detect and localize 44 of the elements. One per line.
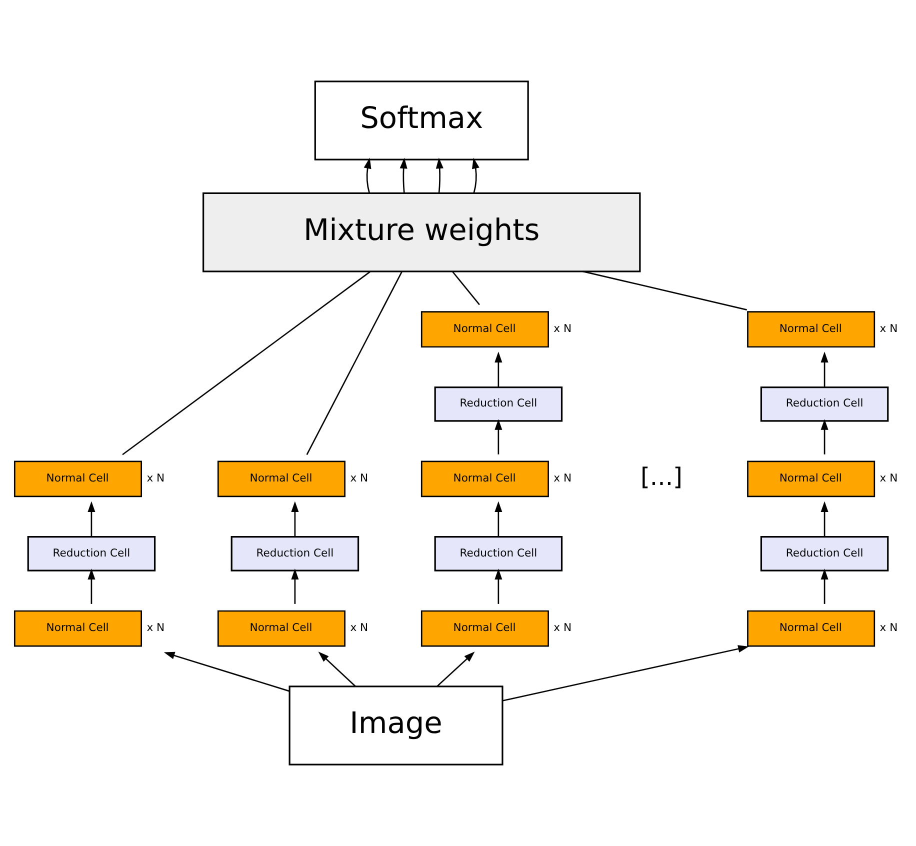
arrow — [494, 419, 502, 454]
label: [...] — [640, 462, 683, 491]
arrow — [494, 352, 502, 388]
arrow — [291, 501, 299, 537]
arrow — [291, 568, 299, 604]
connector — [582, 270, 747, 310]
node-box: Mixture weights — [202, 192, 641, 272]
node-label: x N — [350, 621, 368, 634]
node-label: x N — [880, 322, 898, 335]
arrow — [88, 568, 96, 604]
arrow — [364, 158, 372, 193]
node-box: Softmax — [314, 80, 529, 160]
arrow — [820, 501, 828, 537]
node-label: x N — [350, 471, 368, 484]
arrow — [88, 501, 96, 537]
arrow — [472, 158, 480, 193]
arrow — [318, 652, 356, 687]
arrow — [820, 419, 828, 454]
arrow — [820, 568, 828, 604]
node-label: x N — [880, 621, 898, 634]
arrow — [400, 158, 408, 193]
node-box: Reduction Cell — [760, 386, 889, 422]
node-box: Reduction Cell — [434, 536, 563, 572]
node-label: x N — [146, 621, 165, 634]
arrow — [436, 158, 444, 193]
node-box: Image — [288, 686, 504, 766]
node-box: Reduction Cell — [760, 536, 889, 572]
node-label: x N — [880, 471, 898, 484]
node-box: Reduction Cell — [230, 536, 360, 572]
node-box: Reduction Cell — [27, 536, 156, 572]
node-label: x N — [554, 471, 572, 484]
arrow — [502, 645, 749, 702]
arrow — [436, 652, 475, 687]
node-label: x N — [554, 322, 572, 335]
connector — [452, 271, 480, 306]
node-label: x N — [554, 621, 572, 634]
node-box: Reduction Cell — [434, 386, 563, 422]
arrow — [494, 501, 502, 537]
arrow — [164, 652, 290, 692]
arrow — [820, 352, 828, 388]
node-label: x N — [146, 471, 165, 484]
connector — [306, 272, 402, 455]
connector — [122, 271, 370, 456]
arrow — [494, 568, 502, 604]
